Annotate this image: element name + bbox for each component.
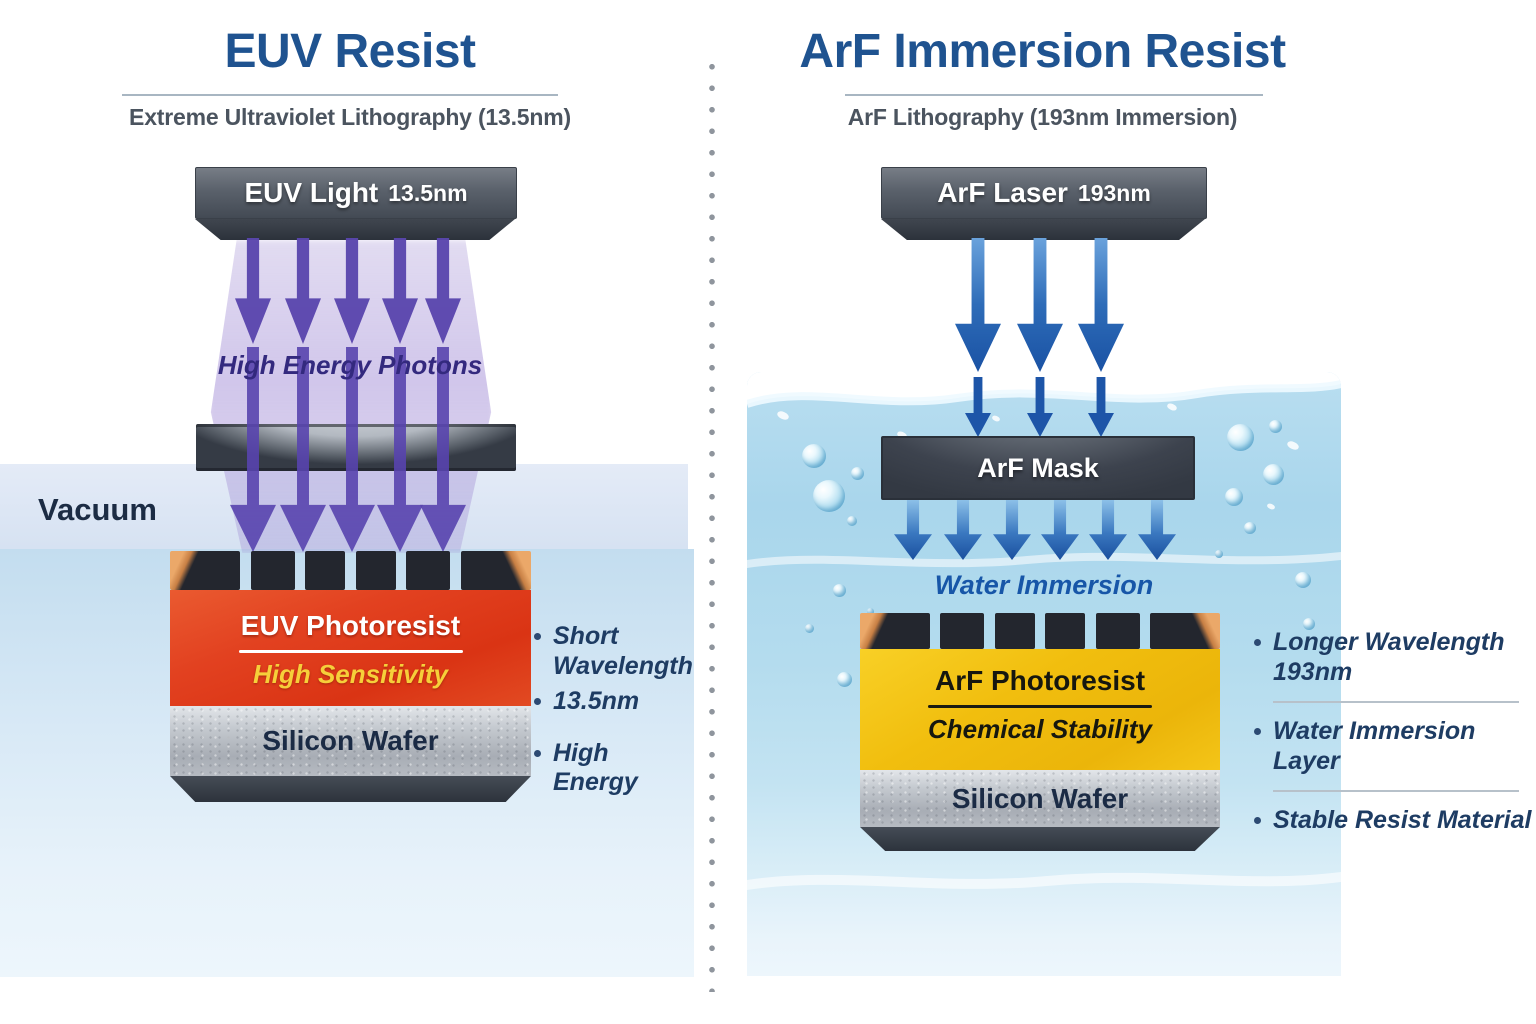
mask-tooth xyxy=(250,551,295,590)
bubble-icon xyxy=(867,608,874,615)
arf-panel-title: ArF Immersion Resist xyxy=(799,25,1286,78)
euv-source-bevel xyxy=(195,219,515,240)
mask-tooth xyxy=(170,551,240,590)
euv-feature-list: Short Wavelength 13.5nm High Energy xyxy=(532,622,694,798)
water-immersion-label: Water Immersion xyxy=(934,570,1154,600)
euv-light-source-bar: EUV Light 13.5nm xyxy=(195,167,517,219)
arf-photoresist-title: ArF Photoresist xyxy=(934,665,1146,696)
list-item: Stable Resist Material xyxy=(1252,806,1536,836)
euv-patterned-mask-row xyxy=(170,551,531,590)
arf-mask-bar: ArF Mask xyxy=(881,436,1195,500)
euv-light-wavelength: 13.5nm xyxy=(388,179,468,206)
water-lower-wave xyxy=(747,872,1341,890)
panel-divider xyxy=(708,56,716,992)
euv-panel-subtitle: Extreme Ultraviolet Lithography (13.5nm) xyxy=(129,104,571,130)
mask-tooth xyxy=(355,551,396,590)
laser-arrow-icon xyxy=(1017,238,1063,372)
arf-photoresist-property: Chemical Stability xyxy=(928,714,1152,744)
speck-icon xyxy=(1266,502,1276,511)
laser-arrow-icon xyxy=(955,238,1001,372)
euv-photoresist-block: EUV Photoresist High Sensitivity xyxy=(170,590,531,706)
arf-resist-stack: ArF Photoresist Chemical Stability Silic… xyxy=(860,613,1220,851)
bubble-icon xyxy=(1215,550,1223,558)
mask-tooth xyxy=(860,613,930,649)
bubble-icon xyxy=(1295,572,1311,588)
mask-tooth xyxy=(1095,613,1140,649)
bubble-icon xyxy=(1263,464,1284,485)
bubble-icon xyxy=(833,584,846,597)
mask-tooth xyxy=(1045,613,1086,649)
bubble-icon xyxy=(1303,618,1315,630)
arf-laser-label: ArF Laser xyxy=(937,177,1068,208)
euv-silicon-wafer: Silicon Wafer xyxy=(170,706,531,776)
bubble-icon xyxy=(851,467,864,480)
arf-silicon-wafer: Silicon Wafer xyxy=(860,770,1220,827)
euv-photoresist-title: EUV Photoresist xyxy=(240,610,461,641)
euv-title-underline xyxy=(122,94,558,96)
arf-panel-subtitle: ArF Lithography (193nm Immersion) xyxy=(847,104,1238,130)
water-mid-wave xyxy=(747,552,1341,568)
bubble-icon xyxy=(1244,522,1256,534)
bubble-icon xyxy=(805,624,814,633)
list-item: High Energy xyxy=(532,739,694,798)
arf-laser-wavelength: 193nm xyxy=(1077,179,1151,206)
arf-photoresist-rule xyxy=(928,705,1152,708)
bubble-icon xyxy=(1227,424,1254,451)
arf-feature-list: Longer Wavelength 193nm Water Immersion … xyxy=(1252,628,1536,836)
arf-mask-label: ArF Mask xyxy=(977,452,1099,483)
arf-title-underline xyxy=(845,94,1263,96)
bubble-icon xyxy=(1225,488,1243,506)
euv-panel-title: EUV Resist xyxy=(224,25,476,78)
bubble-icon xyxy=(837,672,852,687)
mask-tooth xyxy=(1149,613,1220,649)
laser-arrow-icon xyxy=(1078,238,1124,372)
bullet-divider xyxy=(1273,701,1519,703)
arf-patterned-mask-row xyxy=(860,613,1220,649)
mask-tooth xyxy=(305,551,346,590)
list-item: Longer Wavelength 193nm xyxy=(1252,628,1536,687)
bubble-icon xyxy=(802,444,826,468)
euv-stack-base xyxy=(170,776,531,802)
arf-laser-source-bar: ArF Laser 193nm xyxy=(881,167,1207,219)
bullet-divider xyxy=(1273,790,1519,792)
euv-photoresist-property: High Sensitivity xyxy=(252,659,449,689)
bubble-icon xyxy=(1269,420,1282,433)
arf-source-bevel xyxy=(881,219,1205,240)
mask-tooth xyxy=(460,551,531,590)
mask-tooth xyxy=(940,613,985,649)
arf-photoresist-block: ArF Photoresist Chemical Stability xyxy=(860,649,1220,770)
photon-beam-label: High Energy Photons xyxy=(217,350,483,380)
bubble-icon xyxy=(813,480,845,512)
vacuum-label: Vacuum xyxy=(38,492,157,527)
euv-light-label: EUV Light xyxy=(244,177,379,208)
euv-photoresist-rule xyxy=(238,650,463,653)
list-item: 13.5nm xyxy=(532,687,694,717)
mask-tooth xyxy=(994,613,1035,649)
arf-stack-base xyxy=(860,827,1220,851)
mask-tooth xyxy=(406,551,451,590)
list-item: Short Wavelength xyxy=(532,622,694,681)
list-item: Water Immersion Layer xyxy=(1252,717,1536,776)
bubble-icon xyxy=(847,516,857,526)
euv-resist-stack: EUV Photoresist High Sensitivity Silicon… xyxy=(170,551,531,802)
euv-wafer-label: Silicon Wafer xyxy=(262,725,439,756)
speck-icon xyxy=(1286,439,1300,452)
arf-wafer-label: Silicon Wafer xyxy=(951,782,1129,814)
